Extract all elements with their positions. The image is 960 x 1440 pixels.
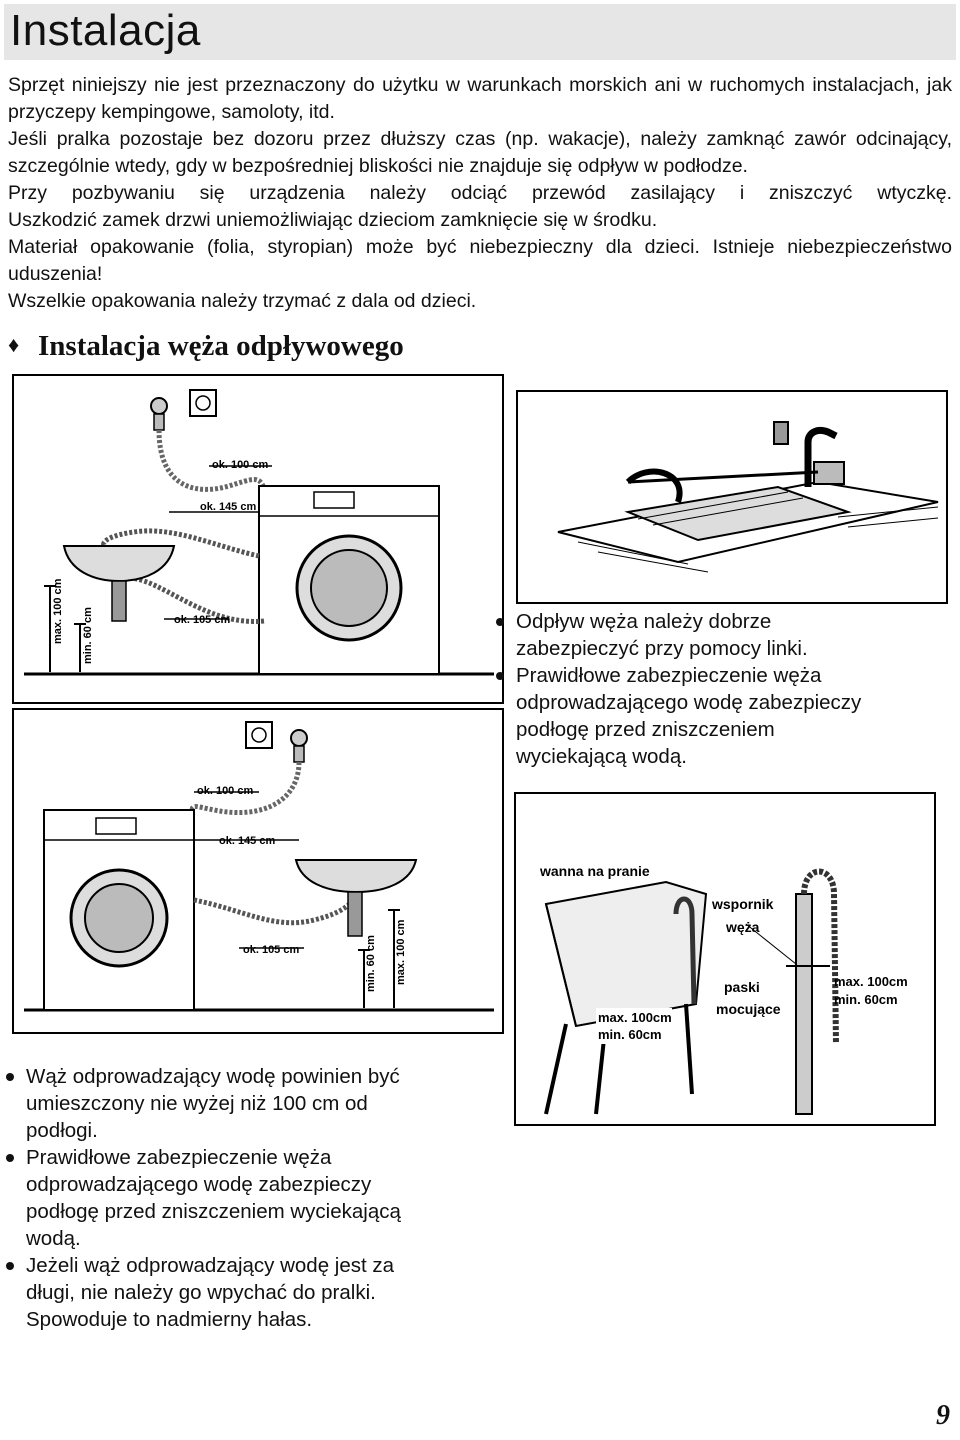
list-item: Odpływ węża należy dobrze zabezpieczyć p… (494, 608, 874, 662)
height-label: max. 100cm (834, 974, 908, 989)
sink-icon (62, 545, 176, 583)
distance-label: ok. 145 cm (200, 501, 256, 513)
list-item: Prawidłowe zabezpieczenie węża odprowadz… (494, 662, 874, 770)
height-label: max. 100 cm (52, 578, 64, 644)
right-bullet-list: Odpływ węża należy dobrze zabezpieczyć p… (494, 608, 874, 770)
height-label: max. 100cm (598, 1010, 672, 1025)
height-label: min. 60 cm (365, 935, 377, 992)
intro-paragraph: Materiał opakowanie (folia, styropian) m… (8, 236, 952, 285)
tap-icon (150, 397, 168, 415)
page-header: Instalacja (4, 4, 956, 60)
list-item: Jeżeli wąż odprowadzający wodę jest za d… (4, 1252, 404, 1333)
faucet-icon (804, 426, 838, 487)
distance-label: ok. 100 cm (212, 459, 268, 471)
intro-paragraph: Przy pozbywaniu się urządzenia należy od… (8, 182, 952, 204)
figure-washer-drain: ok. 100 cm ok. 145 cm ok. 105 cm min. 60… (12, 708, 504, 1034)
height-label: min. 60cm (598, 1027, 662, 1042)
left-bullet-list: Wąż odprowadzający wodę powinien być umi… (4, 1063, 404, 1333)
straps-label: mocujące (716, 1001, 781, 1017)
distance-label: ok. 105 cm (243, 944, 299, 956)
height-label: min. 60 cm (82, 607, 94, 664)
page-number: 9 (936, 1400, 950, 1431)
sink-drain-illustration: ok. 100 cm ok. 145 cm ok. 105 cm max. 10… (24, 389, 494, 676)
standpipe-icon (795, 893, 813, 1115)
bullet-icon (6, 1073, 14, 1081)
distance-label: ok. 145 cm (219, 835, 275, 847)
page-title: Instalacja (10, 6, 201, 55)
support-label: węża (725, 919, 760, 935)
support-label: wspornik (711, 896, 774, 912)
height-label: max. 100 cm (395, 919, 407, 985)
figure-kitchen-sink (516, 390, 948, 604)
bullet-icon (496, 672, 504, 680)
intro-text: Sprzęt niniejszy nie jest przeznaczony d… (8, 72, 952, 315)
list-item: Wąż odprowadzający wodę powinien być umi… (4, 1063, 404, 1144)
bullet-icon (496, 618, 504, 626)
laundry-tub-illustration: wanna na pranie wspornik węża paski mocu… (539, 863, 908, 1115)
bullet-icon (6, 1154, 14, 1162)
figure-laundry-tub: wanna na pranie wspornik węża paski mocu… (514, 792, 936, 1126)
intro-paragraph: Jeśli pralka pozostaje bez dozoru przez … (8, 128, 952, 177)
diamond-icon: ♦ (8, 332, 20, 357)
washer-drain-illustration: ok. 100 cm ok. 145 cm ok. 105 cm min. 60… (24, 721, 494, 1012)
section-heading: ♦ Instalacja węża odpływowego (8, 330, 404, 363)
intro-paragraph: Uszkodzić zamek drzwi uniemożliwiając dz… (8, 209, 658, 231)
tub-label: wanna na pranie (539, 863, 650, 879)
figure-sink-drain: ok. 100 cm ok. 145 cm ok. 105 cm max. 10… (12, 374, 504, 704)
section-heading-text: Instalacja węża odpływowego (38, 330, 404, 362)
socket-icon (189, 389, 217, 417)
distance-label: ok. 100 cm (197, 785, 253, 797)
distance-label: ok. 105 cm (174, 614, 230, 626)
socket-icon (245, 721, 273, 749)
bullet-icon (6, 1262, 14, 1270)
kitchen-sink-illustration (557, 421, 939, 573)
height-label: min. 60cm (834, 992, 898, 1007)
sink-icon (294, 859, 418, 894)
intro-paragraph: Wszelkie opakowania należy trzymać z dal… (8, 290, 477, 312)
list-item: Prawidłowe zabezpieczenie węża odprowadz… (4, 1144, 404, 1252)
tap-icon (290, 729, 308, 747)
straps-label: paski (724, 979, 760, 995)
intro-paragraph: Sprzęt niniejszy nie jest przeznaczony d… (8, 74, 952, 123)
